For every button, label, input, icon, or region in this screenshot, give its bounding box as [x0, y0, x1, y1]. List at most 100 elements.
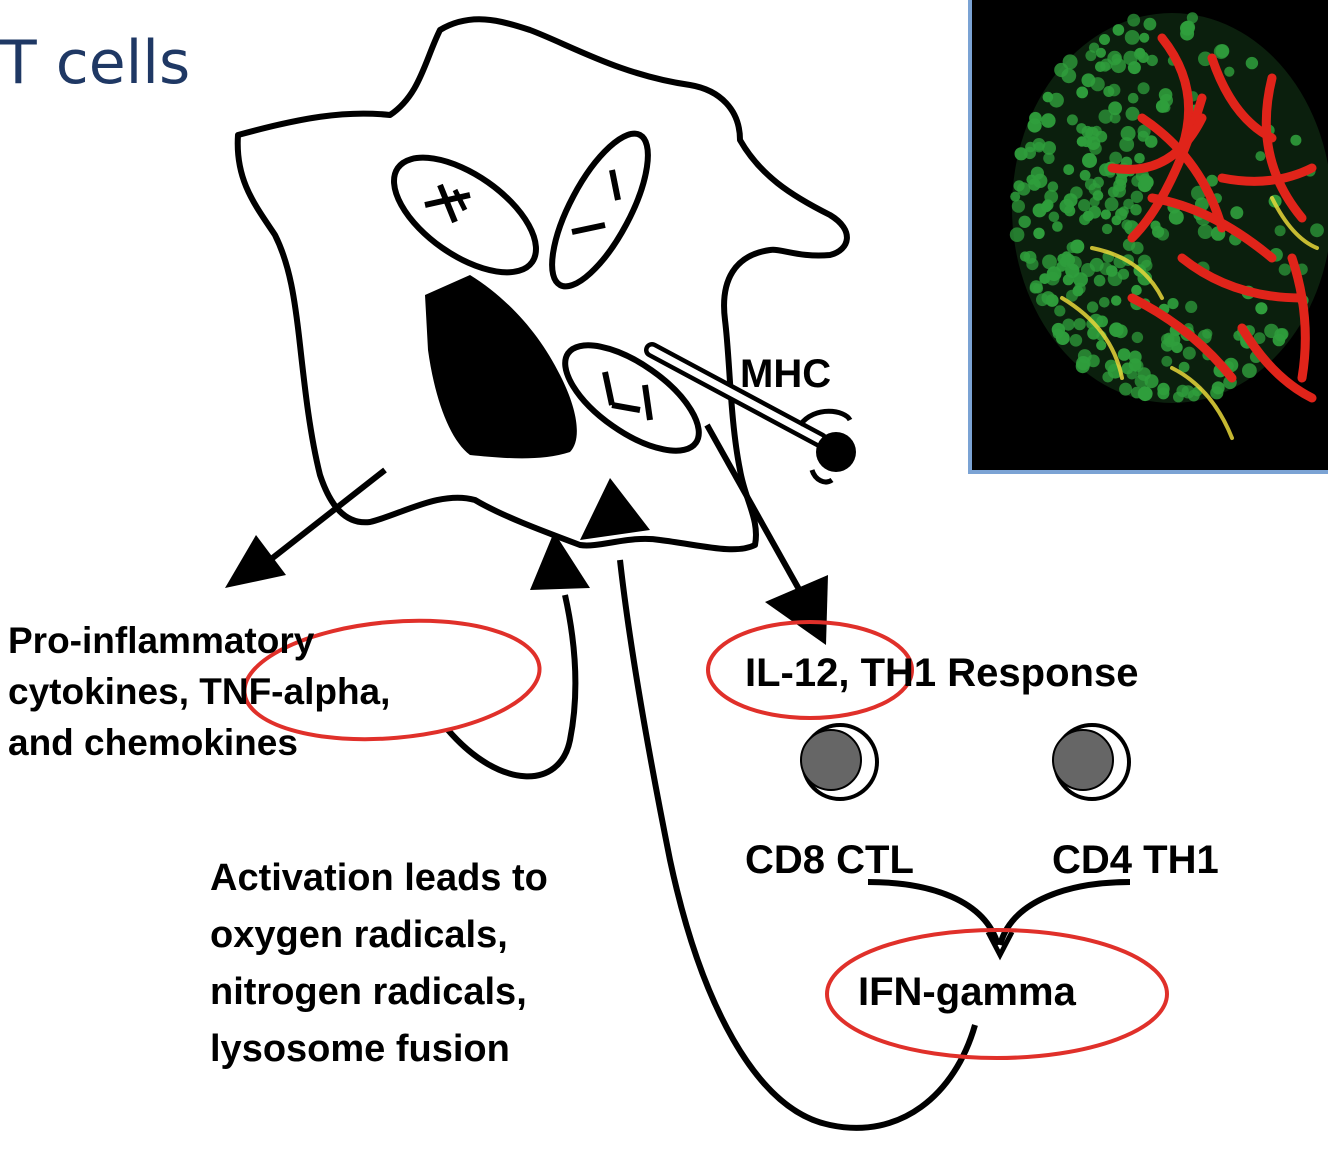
host-cell-dot	[1186, 12, 1198, 24]
host-cell-dot	[1078, 199, 1091, 212]
host-cell-dot	[1119, 382, 1133, 396]
cytokines-line: Pro-inflammatory	[8, 620, 315, 661]
host-cell-dot	[1063, 164, 1075, 176]
host-cell-dot	[1107, 83, 1121, 97]
host-cell-dot	[1041, 113, 1056, 128]
infected-cell-cluster	[1009, 12, 1328, 440]
host-cell-dot	[1117, 348, 1131, 361]
host-cell-dot	[1130, 204, 1142, 216]
host-cell-dot	[1092, 176, 1104, 188]
host-cell-dot	[1127, 92, 1139, 104]
host-cell-dot	[1121, 219, 1133, 231]
host-cell-dot	[1066, 114, 1078, 126]
host-cell-dot	[1076, 86, 1089, 99]
host-cell-dot	[1197, 224, 1213, 240]
arrow-to-il12	[704, 423, 828, 645]
host-cell-dot	[1109, 322, 1124, 338]
host-cell-dot	[1023, 146, 1036, 160]
cd8-t-cell-icon	[800, 723, 879, 801]
host-cell-dot	[1157, 387, 1170, 400]
host-cell-dot	[1278, 263, 1291, 276]
phagosome-bacteria-3	[562, 342, 702, 454]
host-cell-dot	[1065, 263, 1080, 278]
host-cell-dot	[1086, 136, 1101, 151]
ifn-gamma-label: IFN-gamma	[858, 970, 1076, 1014]
host-cell-dot	[1033, 227, 1045, 239]
cytokines-line: cytokines, TNF-alpha,	[8, 671, 391, 712]
host-cell-dot	[1206, 174, 1218, 187]
host-cell-dot	[1107, 271, 1123, 287]
host-cell-dot	[1181, 385, 1195, 399]
host-cell-dot	[1028, 178, 1041, 191]
host-cell-dot	[1120, 126, 1136, 141]
host-cell-dot	[1112, 24, 1125, 36]
host-cell-dot	[1104, 359, 1118, 372]
host-cell-dot	[1076, 123, 1087, 134]
host-cell-dot	[1125, 106, 1140, 121]
host-cell-dot	[1095, 47, 1106, 58]
host-cell-dot	[1131, 241, 1144, 255]
host-cell-dot	[1099, 34, 1110, 45]
host-cell-dot	[1032, 283, 1044, 294]
host-cell-dot	[1146, 54, 1158, 67]
host-cell-dot	[1213, 44, 1229, 60]
host-cell-dot	[1152, 225, 1165, 238]
host-cell-dot	[1018, 215, 1031, 228]
host-cell-dot	[1104, 197, 1119, 212]
host-cell-dot	[1109, 112, 1121, 124]
host-cell-dot	[1167, 298, 1179, 310]
host-cell-dot	[1178, 361, 1190, 373]
host-cell-dot	[1042, 141, 1056, 155]
host-cell-dot	[1019, 251, 1031, 262]
host-cell-dot	[1039, 273, 1051, 284]
host-cell-dot	[1082, 210, 1094, 222]
host-cell-dot	[1102, 371, 1114, 383]
arrow-tnf-feedback	[445, 532, 590, 780]
host-cell-dot	[1168, 209, 1184, 225]
host-cell-dot	[1161, 355, 1173, 367]
host-cell-dot	[1144, 135, 1158, 148]
host-cell-dot	[1070, 186, 1083, 199]
host-cell-dot	[1140, 175, 1154, 189]
mhc-label: MHC	[740, 352, 832, 396]
host-cell-dot	[1119, 137, 1135, 152]
host-cell-dot	[1099, 297, 1110, 308]
phagosome-bacteria-1	[391, 154, 539, 276]
host-cell-dot	[1069, 334, 1083, 347]
host-cell-dot	[1137, 82, 1150, 95]
host-cell-dot	[1134, 374, 1148, 388]
host-cell-dot	[1242, 363, 1257, 378]
host-cell-dot	[1255, 302, 1268, 315]
cytokines-line: and chemokines	[8, 722, 298, 763]
host-cell-dot	[1274, 225, 1286, 237]
host-cell-dot	[1101, 223, 1113, 235]
host-cell-dot	[1161, 333, 1172, 345]
host-cell-dot	[1139, 32, 1150, 43]
host-cell-dot	[1085, 50, 1097, 62]
host-cell-dot	[1100, 209, 1111, 220]
host-cell-dot	[1010, 191, 1021, 202]
il12-label: IL-12, TH1 Response	[745, 651, 1139, 695]
host-cell-dot	[1082, 153, 1097, 168]
host-cell-dot	[1124, 30, 1140, 45]
host-cell-dot	[1143, 17, 1157, 31]
host-cell-dot	[1131, 331, 1144, 344]
host-cell-dot	[1255, 151, 1266, 162]
host-cell-dot	[1087, 326, 1100, 340]
host-cell-dot	[1130, 386, 1143, 399]
host-cell-dot	[1290, 134, 1302, 146]
macrophage-outline	[234, 16, 850, 553]
host-cell-dot	[1098, 109, 1113, 124]
host-cell-dot	[1230, 206, 1244, 220]
highlight-tnf-alpha	[242, 618, 542, 742]
arrow-to-cytokines	[225, 467, 387, 588]
host-cell-dot	[1044, 189, 1059, 204]
host-cell-dot	[1070, 239, 1085, 254]
host-cell-dot	[1137, 124, 1151, 138]
host-cell-dot	[1099, 262, 1113, 276]
host-cell-dot	[1066, 289, 1078, 302]
host-cell-dot	[1109, 151, 1123, 165]
host-cell-dot	[1180, 26, 1195, 41]
host-cell-dot	[1093, 274, 1106, 287]
